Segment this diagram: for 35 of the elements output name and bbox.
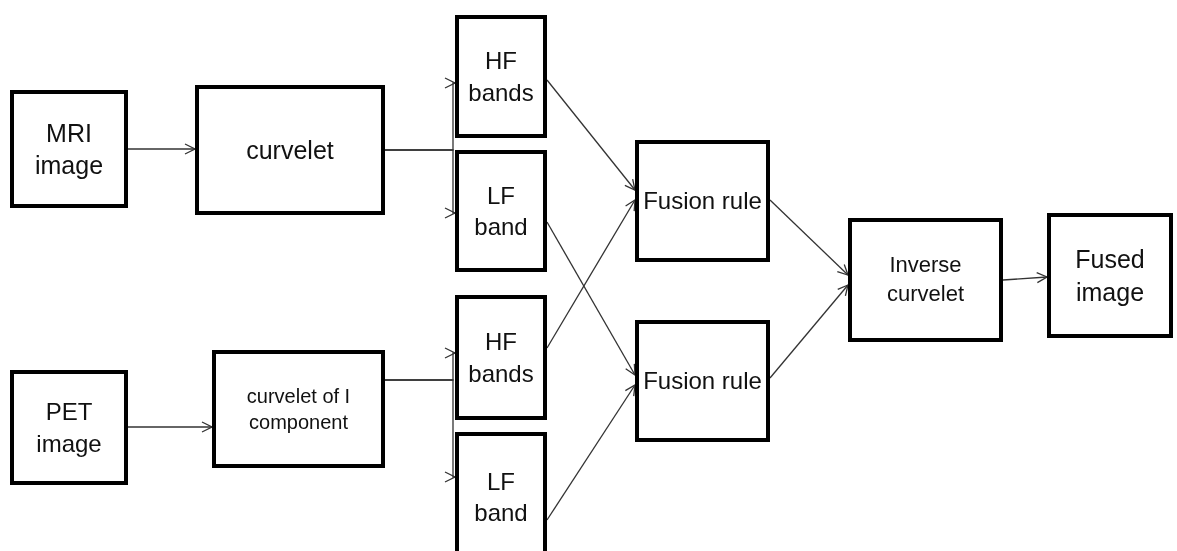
box-label: Fusion rule [642, 186, 763, 217]
box-label: PET image [35, 397, 103, 459]
box-label: LF band [473, 466, 529, 528]
process-box [635, 320, 770, 442]
arrow [384, 379, 456, 483]
process-box [195, 85, 385, 215]
process-box [455, 295, 547, 420]
process-box [10, 90, 128, 208]
process-box [10, 370, 128, 485]
arrow [1002, 272, 1048, 284]
process-box [212, 350, 385, 468]
arrow [546, 199, 636, 349]
arrow [546, 221, 636, 376]
process-box [455, 432, 547, 551]
process-box [1047, 213, 1173, 338]
box-label: Fused image [1074, 244, 1146, 308]
arrow [127, 143, 196, 155]
process-box [848, 218, 1003, 342]
box-label: HF bands [467, 327, 535, 389]
box-label: Fusion rule [642, 366, 763, 397]
process-box [455, 150, 547, 272]
process-box [455, 15, 547, 138]
box-label: HF bands [467, 46, 535, 108]
arrow [769, 199, 849, 276]
arrow [546, 79, 636, 191]
arrow [384, 149, 456, 219]
box-label: MRI image [33, 117, 105, 181]
box-label: curvelet [245, 134, 335, 166]
arrow [546, 384, 636, 521]
arrow [769, 284, 849, 379]
box-label: LF band [473, 180, 529, 242]
box-label: Inverse curvelet [885, 251, 965, 308]
box-label: curvelet of I component [245, 384, 352, 435]
arrow [127, 421, 213, 433]
process-box [635, 140, 770, 262]
